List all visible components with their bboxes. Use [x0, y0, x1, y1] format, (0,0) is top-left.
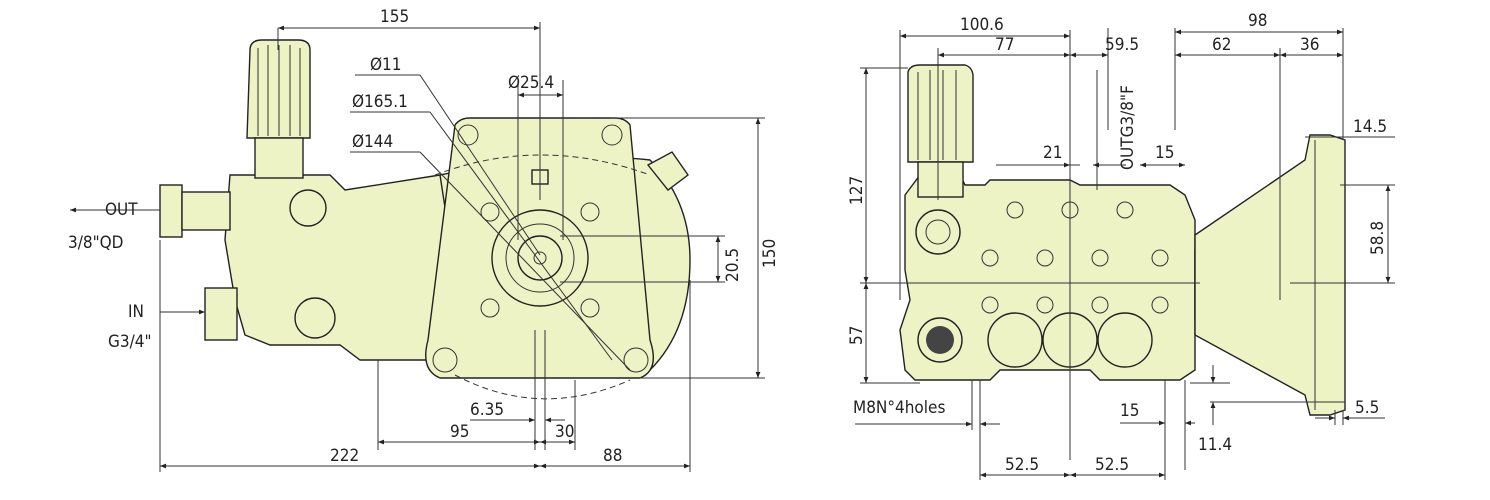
dim-150: 150 [760, 239, 780, 268]
outlet-label: OUT [105, 200, 138, 220]
dim-36: 36 [1300, 35, 1319, 55]
dim-62: 62 [1212, 35, 1231, 55]
side-outlet-port [915, 209, 961, 255]
left-view-pump [159, 39, 691, 400]
knob-ribs [257, 45, 301, 136]
dim-15-top: 15 [1155, 143, 1174, 163]
outlet-size: 3/8"QD [68, 233, 123, 253]
inlet-label: IN [128, 302, 144, 322]
outlet-thread: OUTG3/8"F [1118, 85, 1138, 170]
dim-58-8: 58.8 [1368, 221, 1388, 255]
dim-59-5: 59.5 [1105, 35, 1139, 55]
dim-30: 30 [555, 422, 574, 442]
dim-dia-165-1: Ø165.1 [352, 92, 408, 112]
dim-15-bottom: 15 [1120, 401, 1139, 421]
dim-77: 77 [995, 35, 1014, 55]
dim-127: 127 [847, 176, 867, 205]
left-dimensions: 155 Ø25.4 Ø11 Ø165.1 Ø144 OUT 3/8"QD IN … [68, 7, 780, 472]
outlet-fitting [181, 191, 231, 231]
dim-98: 98 [1248, 11, 1267, 31]
crankshaft [517, 235, 563, 281]
dim-155: 155 [380, 7, 409, 27]
dim-dia-25-4: Ø25.4 [508, 73, 554, 93]
dim-14-5: 14.5 [1353, 117, 1387, 137]
dim-11-4: 11.4 [1198, 435, 1232, 455]
dim-52-5-left: 52.5 [1005, 455, 1039, 475]
dim-222: 222 [330, 446, 359, 466]
side-knob [907, 64, 974, 163]
inlet-fitting [204, 287, 238, 341]
oil-sight [646, 151, 689, 191]
dim-57: 57 [847, 326, 867, 345]
side-flange [1194, 134, 1346, 416]
dim-95: 95 [450, 422, 469, 442]
dim-21: 21 [1043, 143, 1062, 163]
dim-20-5: 20.5 [723, 248, 743, 282]
dim-100-6: 100.6 [960, 15, 1004, 35]
dim-6-35: 6.35 [470, 400, 504, 420]
mount-holes-label: M8N°4holes [853, 398, 945, 418]
right-view-pump [899, 64, 1346, 416]
dim-dia-11: Ø11 [370, 55, 402, 75]
side-valve [917, 161, 964, 198]
unloader-valve [254, 137, 304, 179]
dim-88: 88 [603, 446, 622, 466]
dim-dia-144: Ø144 [352, 132, 393, 152]
port-plug-upper [289, 189, 327, 227]
dim-5-5: 5.5 [1355, 398, 1379, 418]
right-dimensions: 100.6 77 59.5 98 62 36 OUTG3/8"F 21 15 1… [847, 11, 1395, 480]
inlet-size: G3/4" [108, 332, 152, 352]
dim-52-5-right: 52.5 [1095, 455, 1129, 475]
port-plug-lower [294, 297, 336, 339]
outlet-coupling [159, 184, 183, 238]
